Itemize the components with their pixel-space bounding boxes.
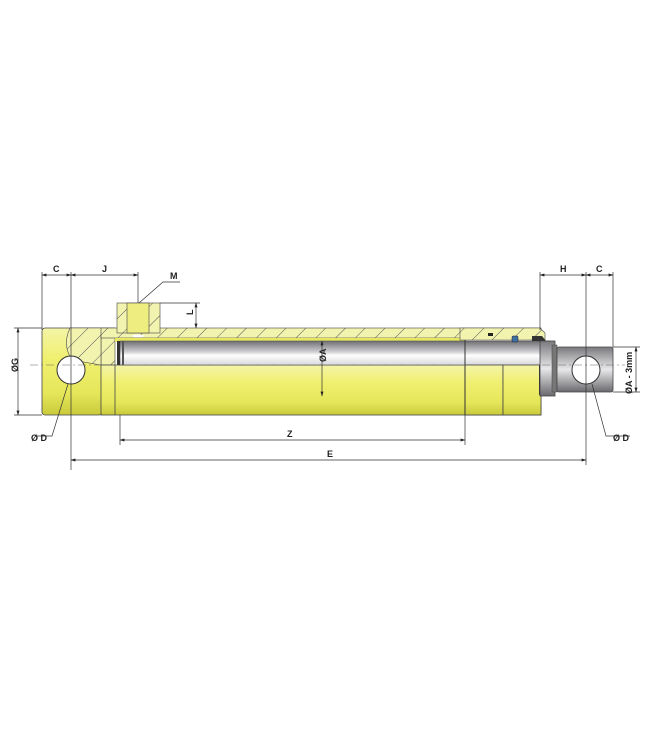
label-c-right: C: [596, 264, 603, 274]
dimension-lines: [14, 272, 640, 470]
piston-rod-inner: [119, 340, 551, 366]
wiper-seal: [532, 336, 546, 341]
label-oa-center: ØA: [318, 348, 328, 362]
label-og: ØG: [10, 358, 20, 372]
port-bore: [126, 302, 150, 334]
label-c-left: C: [53, 264, 60, 274]
dimension-labels: C J M L ØG Ø D ØA Z E H C ØA - 3mm Ø D: [10, 264, 634, 459]
label-j: J: [102, 264, 107, 274]
label-l: L: [185, 309, 195, 315]
label-e: E: [327, 449, 333, 459]
seal-black: [488, 333, 493, 336]
label-m: M: [170, 271, 178, 281]
label-h: H: [560, 264, 567, 274]
gland-head-hatched: [459, 327, 546, 341]
label-od-right: Ø D: [613, 433, 630, 443]
label-od-left: Ø D: [31, 433, 48, 443]
label-z: Z: [287, 429, 293, 439]
seal-blue: [511, 335, 519, 343]
label-oa-minus-3mm: ØA - 3mm: [624, 352, 634, 394]
